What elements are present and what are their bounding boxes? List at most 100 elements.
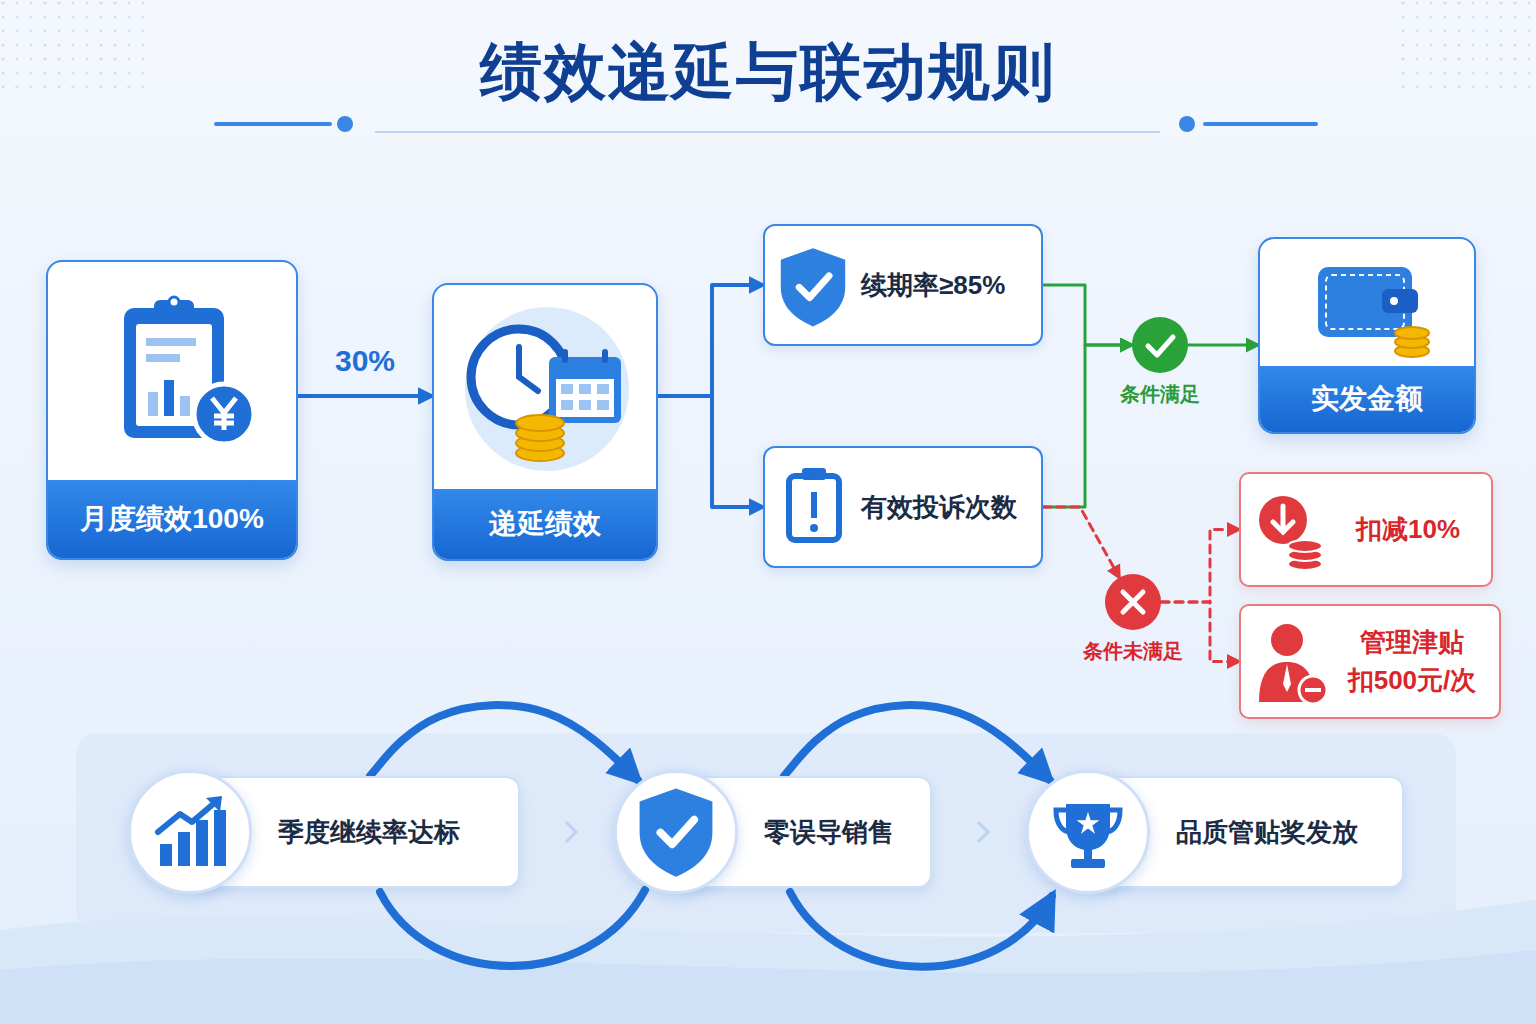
decor-circle bbox=[1271, 624, 1303, 656]
decor-rect bbox=[1071, 859, 1105, 868]
icon-graphic bbox=[614, 770, 738, 894]
report-icon bbox=[124, 297, 254, 444]
icon-graphic bbox=[1026, 770, 1150, 894]
decor-circle bbox=[337, 116, 353, 132]
decor-rect bbox=[164, 380, 174, 416]
node-label: 月度绩效100% bbox=[80, 500, 264, 538]
decor-path bbox=[1273, 506, 1293, 532]
decor-rect bbox=[561, 384, 573, 394]
status-label: 条件满足 bbox=[1120, 381, 1200, 408]
decor-path bbox=[380, 890, 645, 966]
stage-icon-circle bbox=[1026, 770, 1150, 894]
decor-rect bbox=[561, 400, 573, 410]
edge-label: 30% bbox=[335, 344, 395, 378]
text-holder: 续期率≥85% bbox=[861, 226, 1029, 344]
decor-rect bbox=[148, 392, 158, 416]
flow-connector bbox=[658, 285, 763, 396]
flow-connector bbox=[1043, 345, 1132, 507]
flow-connector bbox=[784, 705, 1050, 780]
decor-rect bbox=[178, 832, 190, 866]
decor-rect bbox=[579, 384, 591, 394]
decor-line bbox=[1205, 122, 1316, 126]
condition-box: 续期率≥85% bbox=[763, 224, 1043, 346]
shield-icon bbox=[640, 788, 713, 876]
stage-box: 季度继续率达标 bbox=[128, 770, 520, 894]
decor-path bbox=[519, 347, 538, 391]
text-holder: 有效投诉次数 bbox=[861, 448, 1029, 566]
decor-path bbox=[1077, 812, 1100, 834]
flow-connector bbox=[370, 705, 638, 780]
decor-rect bbox=[562, 349, 568, 363]
node-label: 品质管贴奖发放 bbox=[1176, 815, 1358, 850]
decor-rect bbox=[549, 357, 621, 423]
card-band: 月度绩效100% bbox=[48, 480, 296, 558]
shield-icon bbox=[781, 248, 845, 326]
text-holder: 零误导销售 bbox=[764, 770, 894, 894]
icon-graphic bbox=[128, 770, 252, 894]
icon-graphic bbox=[1105, 574, 1161, 630]
decor-path bbox=[1123, 592, 1143, 612]
decor-rect bbox=[597, 384, 609, 394]
decor-circle bbox=[465, 307, 629, 471]
decor-rect bbox=[802, 468, 826, 480]
stage-icon-circle bbox=[128, 770, 252, 894]
diagram-title: 绩效递延与联动规则 bbox=[0, 30, 1536, 114]
clock-icon bbox=[465, 307, 629, 471]
decor-rect bbox=[76, 733, 1456, 933]
decor-rect bbox=[146, 338, 196, 346]
decor-circle bbox=[194, 384, 254, 444]
stage-box: 品质管贴奖发放 bbox=[1026, 770, 1404, 894]
person-icon bbox=[1259, 624, 1327, 704]
decor-path bbox=[1066, 804, 1110, 850]
decor-line bbox=[216, 122, 330, 126]
decor-rect bbox=[1305, 688, 1321, 692]
shield-shape bbox=[640, 788, 713, 876]
decor-rect bbox=[556, 379, 614, 417]
card-band: 实发金额 bbox=[1260, 366, 1474, 432]
decor-rect bbox=[0, 0, 150, 90]
status-circle: 条件未满足 bbox=[1105, 574, 1161, 630]
alert-icon bbox=[789, 468, 839, 540]
text-holder: 管理津贴 扣500元/次 bbox=[1337, 606, 1487, 717]
icon-graphic bbox=[765, 226, 865, 348]
decor-path bbox=[1283, 664, 1291, 692]
trophy-icon bbox=[1056, 804, 1120, 868]
icon-graphic bbox=[1241, 606, 1341, 721]
decor-path bbox=[1148, 337, 1173, 355]
decor-rect bbox=[1390, 0, 1536, 90]
status-label: 条件未满足 bbox=[1083, 638, 1183, 665]
node-label: 扣减10% bbox=[1356, 511, 1460, 549]
decor-ellipse bbox=[1395, 327, 1429, 339]
decor-path bbox=[206, 796, 222, 812]
text-holder: 季度继续率达标 bbox=[278, 770, 460, 894]
decor-rect bbox=[597, 400, 609, 410]
decor-path bbox=[978, 822, 988, 842]
decor-rect bbox=[180, 396, 190, 416]
decor-rect bbox=[789, 476, 839, 540]
condition-box: 有效投诉次数 bbox=[763, 446, 1043, 568]
decor-ellipse bbox=[1288, 540, 1322, 552]
text-holder: 扣减10% bbox=[1337, 474, 1479, 585]
flow-connector bbox=[298, 394, 432, 398]
shield-shape bbox=[781, 248, 845, 326]
node-label: 管理津贴 扣500元/次 bbox=[1337, 624, 1487, 699]
icon-graphic bbox=[765, 448, 865, 570]
decor-line bbox=[375, 131, 1160, 133]
decor-rect bbox=[811, 492, 817, 518]
decor-path bbox=[212, 398, 236, 430]
decor-circle bbox=[169, 297, 179, 307]
process-card: 月度绩效100% bbox=[46, 260, 298, 560]
flow-connector bbox=[1161, 530, 1239, 603]
stage-box: 零误导销售 bbox=[614, 770, 932, 894]
decor-circle bbox=[1390, 297, 1398, 305]
text-holder: 品质管贴奖发放 bbox=[1176, 770, 1358, 894]
decor-circle bbox=[1259, 496, 1307, 544]
decor-path bbox=[158, 800, 218, 832]
node-label: 实发金额 bbox=[1311, 380, 1423, 418]
stage-icon-circle bbox=[614, 770, 738, 894]
icon-graphic bbox=[1241, 474, 1341, 589]
decor-ellipse bbox=[516, 415, 564, 431]
